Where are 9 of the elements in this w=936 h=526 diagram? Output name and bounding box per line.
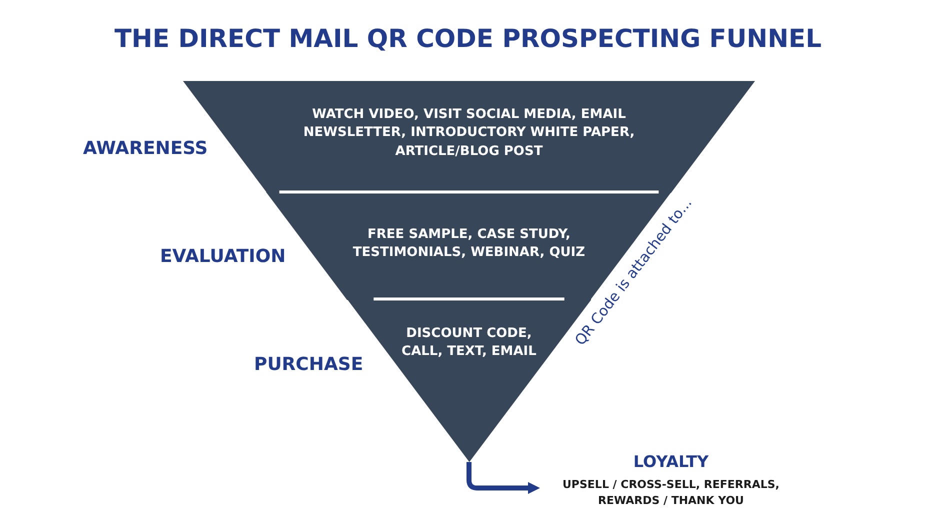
stage-label: LOYALTY [632, 452, 710, 473]
stage-text: UPSELL / CROSS-SELL, REFERRALS, REWARDS / THANK YOU [562, 476, 780, 509]
title: THE DIRECT MAIL QR CODE PROSPECTING FUNNEL [113, 24, 823, 53]
stage-text: DISCOUNT CODE, CALL, TEXT, EMAIL [400, 325, 538, 362]
stage-label: PURCHASE [254, 354, 364, 375]
stage-text: FREE SAMPLE, CASE STUDY, TESTIMONIALS, WEBINAR, QUIZ [352, 226, 586, 262]
stage-label: EVALUATION [160, 246, 286, 267]
stage-text: WATCH VIDEO, VISIT SOCIAL MEDIA, EMAIL NEWSLETTER, INTRODUCTORY WHITE PAPER, ARTICLE/BLOG POST [302, 106, 636, 161]
stage-label: AWARENESS [83, 138, 208, 159]
